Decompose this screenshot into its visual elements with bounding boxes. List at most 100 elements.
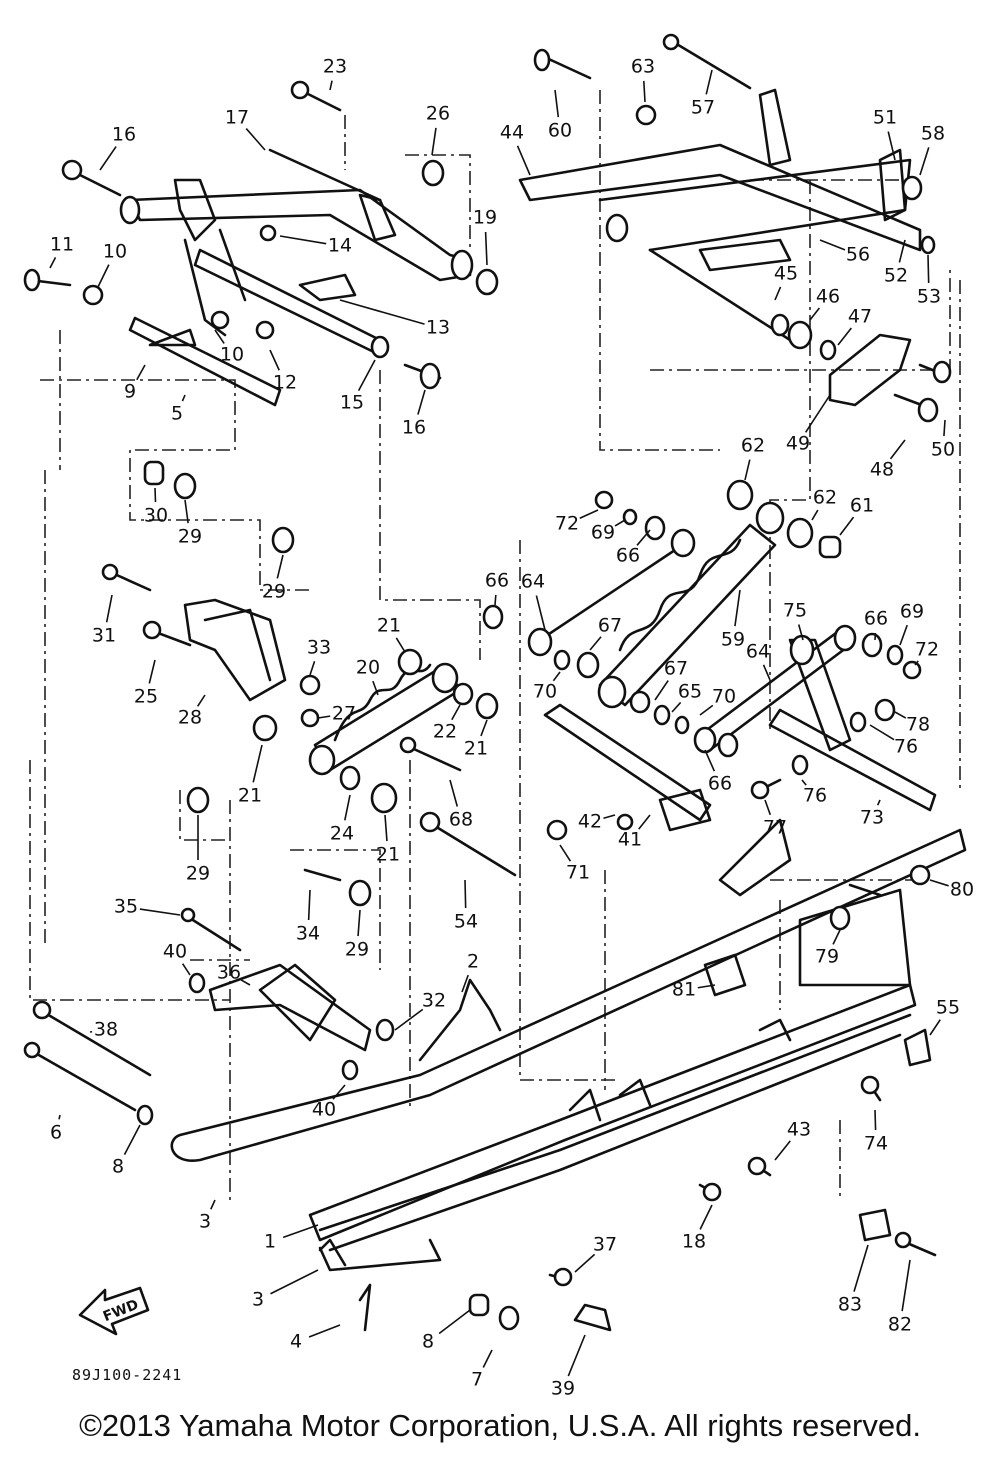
callout-number: 27 (332, 703, 356, 725)
callout-number: 54 (454, 911, 478, 933)
callout-number: 40 (163, 941, 187, 963)
leader-line (804, 394, 831, 433)
callout-number: 67 (664, 658, 688, 680)
leader-line (214, 329, 225, 344)
callout-82: 82 (888, 1259, 912, 1336)
callout-number: 74 (864, 1133, 888, 1155)
callout-30: 30 (144, 487, 168, 527)
callout-number: 52 (884, 265, 908, 287)
callout-22: 22 (433, 704, 461, 743)
callout-number: 26 (426, 103, 450, 125)
callout-50: 50 (931, 419, 955, 461)
callout-56: 56 (819, 239, 870, 266)
callout-number: 66 (485, 570, 509, 592)
leader-line (801, 779, 807, 786)
diagram-code: 89J100-2241 (72, 1366, 182, 1384)
callout-66c: 66 (864, 608, 888, 641)
callout-number: 61 (850, 495, 874, 517)
callout-number: 36 (217, 962, 241, 984)
callout-48: 48 (870, 439, 906, 481)
leader-line (535, 595, 546, 631)
leader-line (901, 1259, 911, 1312)
callout-64b: 64 (746, 641, 771, 681)
leader-line (887, 131, 896, 161)
leader-line (210, 1199, 216, 1210)
callout-number: 3 (252, 1289, 264, 1311)
callout-42: 42 (578, 811, 616, 833)
callout-number: 30 (144, 505, 168, 527)
callout-21d: 21 (376, 814, 400, 866)
callout-number: 66 (864, 608, 888, 630)
leader-line (839, 516, 855, 536)
callout-52: 52 (884, 239, 908, 287)
callout-45: 45 (774, 263, 798, 301)
callout-77: 77 (763, 799, 787, 839)
callout-14: 14 (279, 235, 352, 257)
leader-line (279, 235, 327, 245)
callout-number: 70 (712, 686, 736, 708)
leader-line (889, 439, 906, 460)
callout-number: 62 (813, 487, 837, 509)
callout-labels: 1233456788910101112131415161617181920212… (49, 56, 974, 1400)
callout-29b: 29 (262, 554, 286, 603)
callout-number: 11 (50, 234, 74, 256)
callout-20: 20 (356, 657, 380, 696)
leader-line (252, 744, 263, 783)
callout-number: 13 (426, 317, 450, 339)
callout-70b: 70 (699, 686, 736, 716)
leader-line (919, 147, 930, 176)
callout-number: 38 (94, 1019, 118, 1041)
callout-40b: 40 (312, 1084, 346, 1121)
leader-line (276, 554, 284, 579)
callout-number: 21 (376, 844, 400, 866)
callout-37: 37 (574, 1234, 617, 1273)
callout-29d: 29 (345, 909, 369, 961)
callout-8b: 8 (422, 1309, 471, 1353)
callout-number: 7 (471, 1369, 483, 1391)
callout-number: 45 (774, 263, 798, 285)
callout-66b: 66 (485, 570, 509, 606)
callout-number: 70 (533, 681, 557, 703)
callout-11: 11 (49, 234, 74, 269)
callout-number: 8 (422, 1331, 434, 1353)
callout-number: 66 (708, 773, 732, 795)
callout-number: 8 (112, 1156, 124, 1178)
leader-line (874, 1109, 877, 1131)
callout-43: 43 (774, 1119, 811, 1161)
callout-35: 35 (114, 896, 181, 918)
callout-21c: 21 (238, 744, 263, 807)
front-shock-absorber (101, 563, 517, 877)
callout-number: 12 (273, 372, 297, 394)
callout-3a: 3 (199, 1199, 216, 1233)
callout-number: 15 (340, 392, 364, 414)
callout-57: 57 (691, 69, 715, 119)
leader-line (148, 659, 156, 684)
callout-number: 29 (186, 863, 210, 885)
bolts-and-nuts-upper-left (23, 80, 499, 554)
leader-line (638, 814, 651, 830)
rear-center-arm (543, 624, 937, 841)
callout-number: 29 (262, 581, 286, 603)
callout-41: 41 (618, 814, 651, 851)
callout-number: 37 (593, 1234, 617, 1256)
callout-76b: 76 (801, 779, 827, 807)
callout-number: 19 (473, 207, 497, 229)
leader-line (654, 680, 669, 701)
callout-number: 29 (345, 939, 369, 961)
leader-line (339, 299, 425, 325)
callout-83: 83 (838, 1244, 869, 1316)
callout-54: 54 (454, 879, 478, 933)
callout-number: 50 (931, 439, 955, 461)
callout-24: 24 (330, 794, 354, 845)
callout-number: 40 (312, 1099, 336, 1121)
callout-number: 29 (178, 526, 202, 548)
copyright-notice: ©2013 Yamaha Motor Corporation, U.S.A. A… (79, 1408, 921, 1443)
callout-number: 55 (936, 997, 960, 1019)
leader-line (357, 359, 376, 392)
callout-number: 78 (906, 714, 930, 736)
callout-number: 16 (112, 124, 136, 146)
callout-40a: 40 (163, 941, 191, 976)
leader-line (744, 459, 751, 481)
leader-line (705, 69, 713, 95)
leader-line (482, 1349, 493, 1368)
